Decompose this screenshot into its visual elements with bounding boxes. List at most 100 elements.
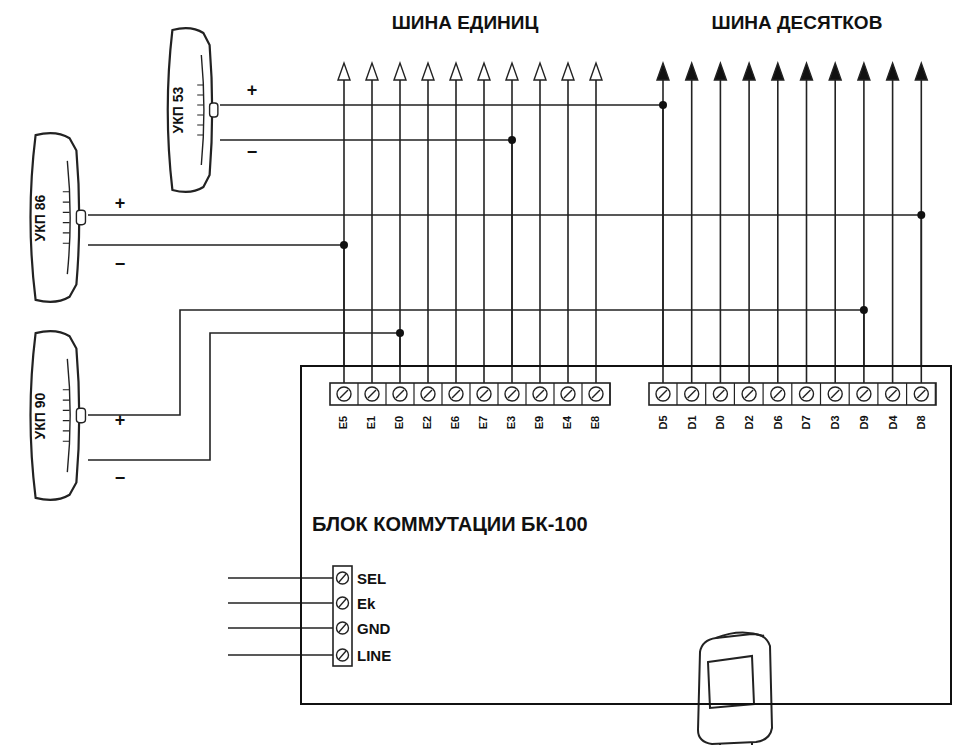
screw-slot bbox=[688, 390, 696, 398]
handset-label: УКП 86 bbox=[32, 194, 48, 241]
terminal-divider bbox=[906, 383, 907, 405]
side-terminal-strip bbox=[333, 566, 352, 666]
screw-slot bbox=[774, 390, 782, 398]
bus-line bbox=[720, 66, 722, 386]
polarity-sign: − bbox=[247, 143, 258, 161]
signal-wire bbox=[88, 245, 344, 365]
bus-line bbox=[834, 66, 836, 386]
terminal-screw bbox=[713, 387, 727, 401]
bus-line bbox=[691, 66, 693, 386]
terminal-name: E2 bbox=[423, 415, 434, 428]
screw-slot bbox=[536, 390, 544, 398]
terminal-name: D3 bbox=[830, 415, 841, 429]
terminal-name: E5 bbox=[339, 415, 350, 428]
terminal-divider bbox=[877, 383, 878, 405]
terminal-divider bbox=[820, 383, 821, 405]
bus-arrow bbox=[657, 63, 669, 80]
terminal-screw bbox=[886, 387, 900, 401]
intercom-handset: УКП 90 bbox=[22, 328, 90, 503]
terminal-divider bbox=[762, 383, 763, 405]
bus-arrow bbox=[450, 63, 462, 80]
terminal-screw bbox=[561, 387, 575, 401]
bus-line bbox=[595, 66, 597, 386]
signal-wire bbox=[88, 310, 864, 415]
terminal-screw bbox=[685, 387, 699, 401]
side-terminal-screws bbox=[337, 572, 349, 661]
terminal-name: D8 bbox=[916, 415, 927, 429]
terminal-strip bbox=[649, 383, 936, 405]
intercom-handset: УКП 86 bbox=[22, 130, 90, 305]
junction-dot bbox=[860, 306, 868, 314]
terminal-strips bbox=[330, 383, 936, 405]
handset-label: УКП 53 bbox=[170, 87, 186, 134]
terminal-name: D0 bbox=[715, 415, 726, 429]
terminal-divider bbox=[609, 383, 610, 405]
bus-arrow bbox=[829, 63, 841, 80]
block-title: БЛОК КОММУТАЦИИ БК-100 bbox=[312, 513, 588, 536]
intercom-handset: УКП 53 bbox=[160, 25, 222, 195]
bus-line bbox=[483, 66, 485, 386]
screw-slot bbox=[564, 390, 572, 398]
terminal-screw bbox=[477, 387, 491, 401]
signal-name: SEL bbox=[357, 571, 386, 586]
terminal-name: D5 bbox=[658, 415, 669, 429]
side-terminal-wires bbox=[228, 578, 333, 655]
signal-wire bbox=[88, 215, 921, 365]
terminal-screw bbox=[656, 387, 670, 401]
terminal-name: E6 bbox=[451, 415, 462, 428]
terminal-name: E9 bbox=[535, 415, 546, 428]
junction-dot bbox=[659, 101, 667, 109]
bus-arrow bbox=[772, 63, 784, 80]
bus-arrow bbox=[366, 63, 378, 80]
junction-dot bbox=[396, 329, 404, 337]
terminal-screw bbox=[505, 387, 519, 401]
bus-arrow bbox=[394, 63, 406, 80]
terminal-name: E0 bbox=[395, 415, 406, 428]
terminal-divider bbox=[734, 383, 735, 405]
bus-line bbox=[567, 66, 569, 386]
terminal-divider bbox=[357, 383, 358, 405]
terminal-name: E3 bbox=[507, 415, 518, 428]
polarity-sign: + bbox=[115, 194, 126, 212]
terminal-screw bbox=[421, 387, 435, 401]
terminal-screw bbox=[533, 387, 547, 401]
terminal-screw bbox=[914, 387, 928, 401]
terminal-divider bbox=[705, 383, 706, 405]
terminal-divider bbox=[849, 383, 850, 405]
bus-arrow bbox=[506, 63, 518, 80]
bus-arrow bbox=[887, 63, 899, 80]
screw-slot bbox=[745, 390, 753, 398]
screw-slot bbox=[480, 390, 488, 398]
terminal-screw bbox=[742, 387, 756, 401]
bus-line bbox=[892, 66, 894, 386]
signal-wire bbox=[88, 333, 400, 460]
terminal-divider bbox=[791, 383, 792, 405]
bus-arrow bbox=[534, 63, 546, 80]
terminal-name: E7 bbox=[479, 415, 490, 428]
polarity-sign: + bbox=[115, 411, 126, 429]
screw-slot bbox=[803, 390, 811, 398]
polarity-sign: − bbox=[115, 255, 126, 273]
terminal-screw bbox=[800, 387, 814, 401]
junction-dot bbox=[508, 136, 516, 144]
screw-slot bbox=[917, 390, 925, 398]
terminal-name: D4 bbox=[887, 415, 898, 429]
terminal-divider bbox=[581, 383, 582, 405]
terminal-divider bbox=[497, 383, 498, 405]
bus-line bbox=[777, 66, 779, 386]
terminal-screw bbox=[337, 387, 351, 401]
bus-arrow bbox=[590, 63, 602, 80]
terminal-screw bbox=[857, 387, 871, 401]
screw-slot bbox=[340, 390, 348, 398]
screw-slot bbox=[889, 390, 897, 398]
signal-wire bbox=[220, 140, 512, 365]
terminal-name: D2 bbox=[744, 415, 755, 429]
bus-line bbox=[427, 66, 429, 386]
terminal-divider bbox=[676, 383, 677, 405]
junction-dots bbox=[340, 101, 925, 337]
terminal-name: D7 bbox=[801, 415, 812, 429]
terminal-screw bbox=[771, 387, 785, 401]
screw-slot bbox=[396, 390, 404, 398]
terminal-divider bbox=[385, 383, 386, 405]
